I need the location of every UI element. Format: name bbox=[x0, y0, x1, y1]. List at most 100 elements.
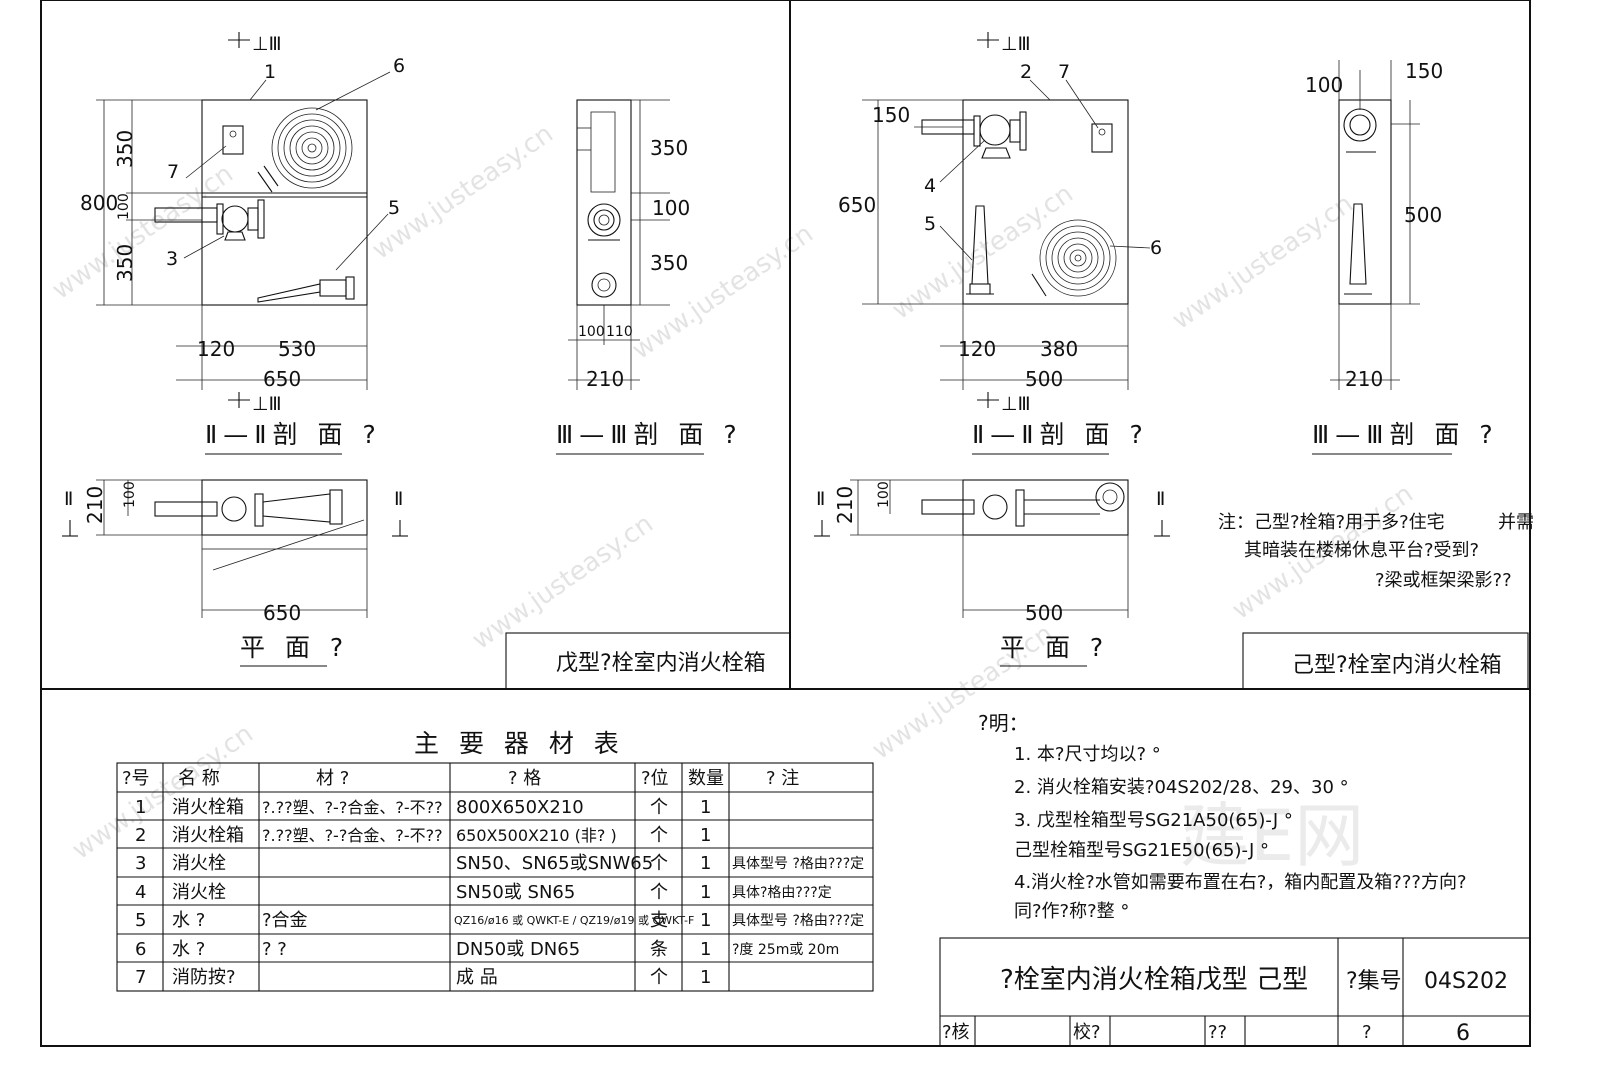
header-cell: ?位 bbox=[641, 768, 669, 789]
svg-text:水 ?: 水 ? bbox=[172, 939, 205, 960]
svg-text:1: 1 bbox=[700, 825, 711, 846]
dim-side-total: 210 bbox=[586, 367, 624, 391]
section-mark: ⊥Ⅲ bbox=[252, 393, 282, 415]
elevation-title: Ⅱ—Ⅱ剖 面 ? bbox=[972, 420, 1149, 449]
callout-5: 5 bbox=[388, 197, 400, 219]
table-row: 1 消火栓箱 ?.??塑、?-?合金、?-不?? 800X650X210 个 1 bbox=[135, 797, 711, 818]
svg-text:1: 1 bbox=[700, 939, 711, 960]
svg-text:1: 1 bbox=[700, 882, 711, 903]
svg-text:支: 支 bbox=[650, 910, 668, 931]
watermark-text: www.justeasy.cn bbox=[47, 159, 239, 306]
svg-text:消火栓: 消火栓 bbox=[172, 853, 226, 874]
callout-3: 3 bbox=[166, 248, 178, 270]
right-panel: ⊥Ⅲ 2 7 4 5 bbox=[814, 32, 1534, 690]
note-line: 其暗装在楼梯休息平台?受到? bbox=[1244, 540, 1479, 561]
dim-width-left: 120 bbox=[958, 337, 996, 361]
dim-plan-depth: 210 bbox=[833, 486, 857, 524]
header-cell: ? 注 bbox=[766, 768, 799, 789]
svg-text:个: 个 bbox=[650, 853, 668, 874]
watermark-text: www.justeasy.cn bbox=[1167, 189, 1359, 336]
note-line: 并需 bbox=[1498, 512, 1534, 533]
dim-plan-total: 500 bbox=[1025, 601, 1063, 625]
dim-width-total: 650 bbox=[263, 367, 301, 391]
callout-7: 7 bbox=[167, 161, 179, 183]
svg-text:消火栓箱: 消火栓箱 bbox=[172, 825, 244, 846]
side-valve-icon bbox=[587, 203, 621, 298]
section-cut-markers: Ⅱ Ⅱ bbox=[62, 488, 408, 537]
explanation-item: 同?作?称?整 ° bbox=[1014, 901, 1129, 922]
design-label: ?? bbox=[1208, 1022, 1227, 1043]
explanation-notes: ?明： 1. 本?尺寸均以? ° 2. 消火栓箱安装?04S202/28、29、… bbox=[978, 711, 1467, 922]
side-section-title: Ⅲ—Ⅲ剖 面 ? bbox=[556, 420, 743, 449]
plan-dims: 210 100 650 bbox=[83, 479, 368, 625]
hose-reel-icon bbox=[1031, 219, 1117, 297]
caption-box bbox=[505, 632, 791, 690]
svg-text:个: 个 bbox=[650, 825, 668, 846]
svg-text:6: 6 bbox=[135, 939, 146, 960]
svg-text:SN50或 SN65: SN50或 SN65 bbox=[456, 882, 575, 903]
side-section-title: Ⅲ—Ⅲ剖 面 ? bbox=[1312, 420, 1499, 449]
svg-text:具体型号 ?格由???定: 具体型号 ?格由???定 bbox=[732, 913, 864, 929]
section-mark: ⊥Ⅲ bbox=[252, 33, 282, 55]
svg-text:条: 条 bbox=[650, 939, 668, 960]
svg-text:7: 7 bbox=[135, 967, 146, 988]
svg-text:DN50或 DN65: DN50或 DN65 bbox=[456, 939, 580, 960]
svg-text:SN50、SN65或SNW65: SN50、SN65或SNW65 bbox=[456, 853, 653, 874]
cabinet-plan bbox=[962, 479, 1129, 536]
dim-side-w2: 110 bbox=[606, 324, 633, 340]
callout-5: 5 bbox=[924, 213, 936, 235]
dim-plan-pipe: 100 bbox=[876, 481, 892, 508]
table-row: 5 水 ? ?合金 QZ16/ø16 或 QWKT-E / QZ19/ø19 或… bbox=[135, 910, 864, 931]
cabinet-side-section bbox=[576, 99, 632, 306]
dim-plan-total: 650 bbox=[263, 601, 301, 625]
section-marker: Ⅱ bbox=[394, 488, 403, 510]
svg-text:消火栓箱: 消火栓箱 bbox=[172, 797, 244, 818]
panel-caption: 戊型?栓室内消火栓箱 bbox=[556, 651, 766, 676]
right-elevation-dims: 150 650 120 380 500 bbox=[838, 99, 1129, 391]
hydrant-valve-icon bbox=[921, 111, 1027, 159]
cabinet-side-section bbox=[1338, 99, 1392, 305]
explanation-item: 己型栓箱型号SG21E50(65)-J ° bbox=[1014, 840, 1269, 861]
svg-text:具体型号 ?格由???定: 具体型号 ?格由???定 bbox=[732, 856, 864, 872]
dim-plan-depth: 210 bbox=[83, 486, 107, 524]
dim-side-total: 210 bbox=[1345, 367, 1383, 391]
svg-text:?.??塑、?-?合金、?-不??: ?.??塑、?-?合金、?-不?? bbox=[262, 826, 443, 845]
note-line: 注：己型?栓箱?用于多?住宅 bbox=[1218, 512, 1445, 533]
svg-text:650X500X210 (非? ): 650X500X210 (非? ) bbox=[456, 826, 617, 845]
alarm-button-icon bbox=[1091, 123, 1113, 153]
plan-valve-icon bbox=[921, 482, 1125, 527]
svg-text:水 ?: 水 ? bbox=[172, 910, 205, 931]
table-title: 主 要 器 材 表 bbox=[414, 729, 625, 758]
explanation-item: 4.消火栓?水管如需要布置在右?，箱内配置及箱???方向? bbox=[1014, 872, 1467, 893]
svg-text:1: 1 bbox=[700, 910, 711, 931]
header-cell: 名 称 bbox=[178, 768, 220, 789]
dim-height-total: 800 bbox=[80, 191, 118, 215]
table-row: 7 消防按? 成 品 个 1 bbox=[135, 967, 711, 988]
hydrant-valve-icon bbox=[154, 165, 279, 241]
watermark-logo: 建E网 bbox=[1180, 795, 1364, 877]
section-marker: Ⅱ bbox=[64, 488, 73, 510]
svg-text:个: 个 bbox=[650, 882, 668, 903]
dim-pipe-height: 150 bbox=[872, 103, 910, 127]
section-cut-markers: Ⅱ Ⅱ bbox=[814, 488, 1170, 537]
left-panel: ⊥Ⅲ bbox=[62, 32, 791, 690]
svg-text:个: 个 bbox=[650, 797, 668, 818]
svg-text:5: 5 bbox=[135, 910, 146, 931]
svg-text:2: 2 bbox=[135, 825, 146, 846]
explanation-heading: ?明： bbox=[978, 711, 1029, 735]
right-side-dims: 100 150 500 210 bbox=[1305, 59, 1443, 391]
header-cell: ?号 bbox=[122, 768, 150, 789]
svg-text:成 品: 成 品 bbox=[456, 967, 498, 988]
svg-text:消火栓: 消火栓 bbox=[172, 882, 226, 903]
dim-side-w1: 100 bbox=[578, 324, 605, 340]
header-cell: ? 格 bbox=[508, 768, 541, 789]
dim-height-top: 350 bbox=[113, 130, 137, 168]
nozzle-icon bbox=[257, 276, 355, 303]
explanation-item: 1. 本?尺寸均以? ° bbox=[1014, 744, 1161, 765]
explanation-item: 2. 消火栓箱安装?04S202/28、29、30 ° bbox=[1014, 777, 1349, 798]
set-number: 04S202 bbox=[1424, 969, 1508, 994]
dim-side-top: 350 bbox=[650, 136, 688, 160]
dim-plan-pipe: 100 bbox=[122, 481, 138, 508]
caption-box bbox=[1242, 632, 1529, 690]
table-row: 4 消火栓 SN50或 SN65 个 1 具体?格由???定 bbox=[135, 882, 832, 903]
